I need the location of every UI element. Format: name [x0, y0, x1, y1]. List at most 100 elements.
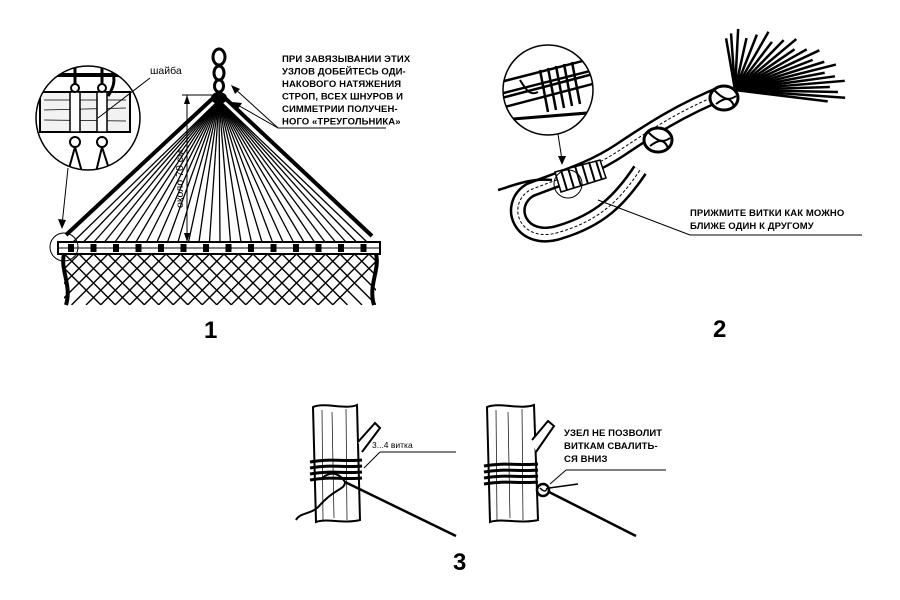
suspension-string — [218, 99, 348, 244]
panel1-note-line: УЗЛОВ ДОБЕЙТЕСЬ ОДИ- — [282, 66, 406, 78]
figure-1-hammock: около 70 см — [35, 47, 435, 344]
bar-hole — [180, 244, 187, 252]
net-cord — [114, 254, 167, 305]
net-cord — [129, 254, 181, 305]
net-cord — [354, 254, 376, 277]
net-cord — [296, 254, 348, 305]
winding-highlight — [553, 169, 583, 199]
net-cord — [165, 254, 218, 305]
figure-3-number: 3 — [453, 549, 466, 576]
net-cord — [122, 254, 174, 305]
hammock-net — [64, 254, 435, 305]
bar-hole — [225, 244, 232, 252]
bar-hole — [293, 244, 299, 252]
suspension-string — [187, 99, 220, 244]
suspension-string — [218, 99, 337, 244]
net-cord — [107, 254, 160, 305]
net-cord — [136, 254, 189, 305]
outer-string-right — [224, 97, 374, 238]
figure-2-number: 2 — [713, 316, 726, 343]
net-cord — [288, 254, 341, 305]
suspension-string — [218, 99, 369, 244]
height-label: около 70 см — [174, 150, 186, 208]
net-cord — [209, 254, 261, 305]
panel1-note-line: НАКОВОГО НАТЯЖЕНИЯ — [282, 79, 401, 90]
suspension-string — [113, 99, 220, 244]
bar-hole — [360, 244, 367, 252]
bar-hole — [338, 244, 344, 252]
hanging-ring — [211, 47, 227, 94]
bar-hole — [270, 244, 277, 252]
net-cord — [100, 254, 152, 305]
washer-leader — [97, 77, 151, 119]
rope-knots — [642, 84, 740, 154]
net-cord — [158, 254, 210, 305]
height-dimension — [182, 94, 212, 242]
outer-string-left — [64, 97, 214, 237]
net-cord — [151, 254, 203, 305]
net-cord — [216, 254, 268, 305]
net-cord — [384, 254, 435, 305]
suspension-string — [71, 99, 220, 244]
fringe-strand — [734, 88, 828, 103]
rope-fringe — [724, 28, 846, 103]
suspension-string — [155, 99, 220, 244]
bar-hole — [248, 244, 254, 252]
tree-trunk-left — [295, 403, 457, 538]
net-cord — [64, 254, 65, 256]
suspension-string — [198, 99, 220, 244]
panel2-note-line: БЛИЖЕ ОДИН К ДРУГОМУ — [690, 221, 814, 232]
net-cord — [230, 254, 283, 305]
net-cord — [310, 254, 363, 305]
net-cord — [238, 254, 290, 305]
side-rope-right — [370, 253, 379, 306]
suspension-string — [218, 99, 316, 244]
turns-leader — [363, 451, 381, 469]
net-cord — [64, 254, 109, 299]
top-knot — [211, 92, 227, 104]
suspension-strings — [71, 99, 369, 244]
turns-label: 3...4 витка — [372, 440, 413, 450]
net-cord — [325, 254, 376, 305]
net-cord — [71, 254, 123, 305]
suspension-string — [218, 99, 285, 244]
fringe-strand — [733, 34, 759, 91]
net-cord — [78, 254, 131, 305]
net-cord — [172, 254, 225, 305]
panel3-note-line: УЗЕЛ НЕ ПОЗВОЛИТ — [564, 428, 662, 439]
net-cord — [317, 254, 370, 305]
net-cord — [252, 254, 305, 305]
inset-winding-detail — [502, 44, 594, 165]
inset-washer-detail — [35, 65, 141, 262]
fringe-strand — [733, 37, 748, 91]
suspension-string — [218, 99, 295, 244]
washer-label: шайба — [150, 65, 182, 77]
net-cord — [259, 254, 312, 305]
net-cord — [281, 254, 334, 305]
bar-hole — [158, 244, 164, 252]
panel3-note-line: ВИТКАМ СВАЛИТЬ- — [564, 441, 658, 452]
suspension-string — [218, 99, 221, 244]
suspension-string — [103, 99, 220, 244]
suspension-string — [92, 99, 220, 244]
net-cord — [194, 254, 247, 305]
net-cord — [143, 254, 196, 305]
net-cord — [85, 254, 138, 305]
net-cord — [64, 254, 80, 270]
net-cord — [274, 254, 326, 305]
bar-hole — [135, 244, 142, 252]
net-cord — [187, 254, 239, 305]
net-cord — [339, 254, 376, 291]
net-cord — [180, 254, 232, 305]
figure-3-tree-attachment: 3...4 витка УЗЕЛ НЕ ПОЗВОЛИТ ВИТКАМ СВАЛИ… — [295, 403, 666, 576]
suspension-string — [218, 99, 358, 244]
spreader-bar — [57, 241, 381, 255]
net-cord — [64, 267, 102, 305]
